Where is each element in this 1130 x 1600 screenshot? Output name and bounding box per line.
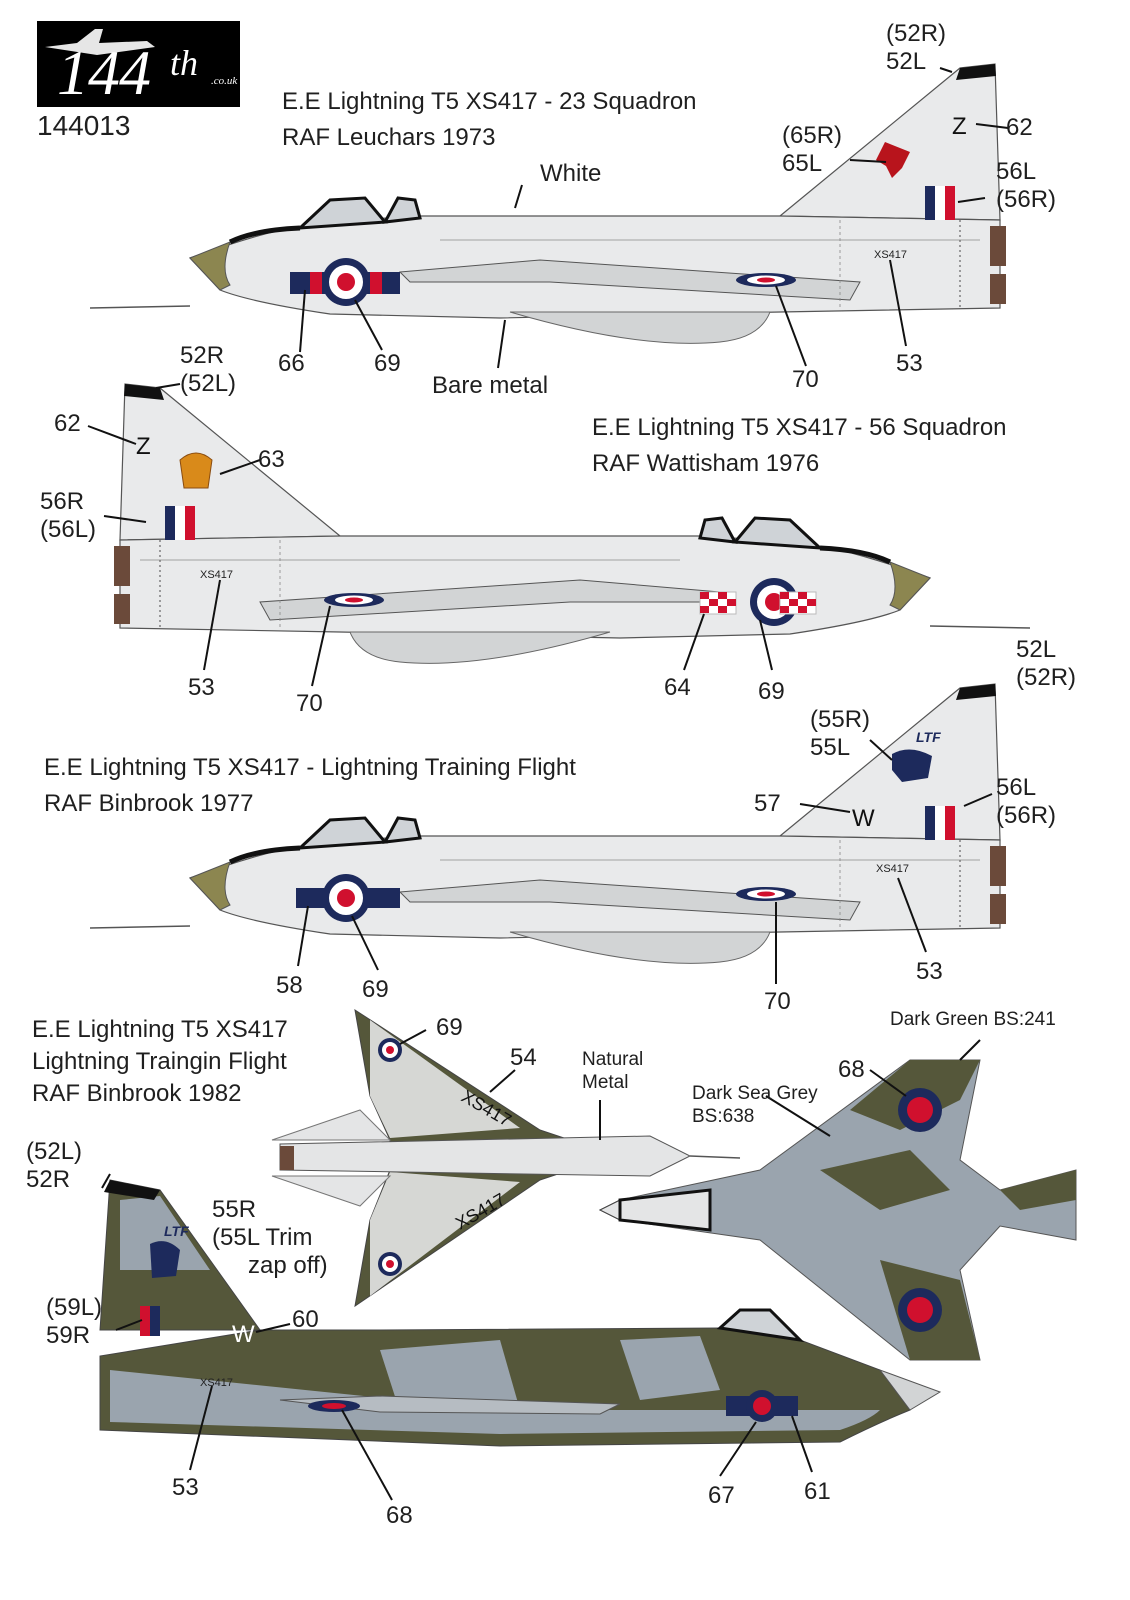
label-70: 70: [792, 366, 819, 393]
label-52: (52R)52L: [886, 20, 947, 75]
svg-text:Z: Z: [136, 433, 151, 460]
svg-text:W: W: [852, 805, 875, 832]
label-69-p2: 69: [758, 678, 785, 705]
label-53-p3: 53: [916, 958, 943, 985]
label-56: 56L(56R): [996, 158, 1057, 213]
logo-superscript: th: [170, 43, 199, 83]
label-dark-green: Dark Green BS:241: [890, 1009, 1056, 1030]
phoenix-badge-icon: [179, 452, 213, 489]
label-53-p4: 53: [172, 1474, 199, 1501]
checker-panels: [699, 591, 817, 615]
svg-text:LTF: LTF: [916, 729, 941, 745]
red-eagle-icon: [876, 142, 910, 178]
label-53-p2: 53: [188, 674, 215, 701]
label-white: White: [540, 160, 602, 187]
lion-badge-icon-2: [150, 1241, 180, 1278]
label-62-p2: 62: [54, 410, 81, 437]
label-55-p3: (55R)55L: [810, 706, 871, 761]
svg-text:XS417: XS417: [200, 569, 233, 581]
label-54: 54: [510, 1044, 537, 1071]
profile-4-aircraft: LTF W XS417: [99, 1173, 942, 1501]
svg-text:LTF: LTF: [164, 1223, 189, 1239]
label-61: 61: [804, 1478, 831, 1505]
label-65: (65R)65L: [782, 122, 843, 177]
label-63: 63: [258, 446, 285, 473]
label-69: 69: [374, 350, 401, 377]
profile-3-title: E.E Lightning T5 XS417 - Lightning Train…: [44, 754, 576, 817]
label-68-p4: 68: [386, 1502, 413, 1529]
product-code: 144013: [37, 110, 131, 141]
label-56-p2: 56R(56L): [40, 488, 97, 543]
label-52-p2: 52R(52L): [180, 342, 237, 397]
brand-logo: 144 th .co.uk: [37, 21, 240, 107]
svg-text:XS417: XS417: [876, 863, 909, 875]
profile-3-aircraft: LTF W XS417: [80, 683, 1040, 984]
label-62: 62: [1006, 114, 1033, 141]
svg-text:XS417: XS417: [200, 1377, 233, 1389]
label-64: 64: [664, 674, 691, 701]
top-view: [598, 1039, 1077, 1361]
profile-1-aircraft: Z XS417: [80, 63, 1040, 369]
svg-text:W: W: [232, 1321, 255, 1348]
fin-letter: Z: [952, 113, 967, 140]
label-52-p4: (52L)52R: [26, 1138, 83, 1193]
label-68-top: 68: [838, 1056, 865, 1083]
label-66: 66: [278, 350, 305, 377]
aircraft-silhouette-icon: [45, 29, 155, 55]
lion-badge-icon: [892, 749, 932, 782]
label-60: 60: [292, 1306, 319, 1333]
underside-view: XS417 XS417: [271, 1008, 741, 1308]
label-53: 53: [896, 350, 923, 377]
label-70-p3: 70: [764, 988, 791, 1015]
label-56-p3: 56L(56R): [996, 774, 1057, 829]
logo-domain: .co.uk: [211, 75, 238, 87]
label-57: 57: [754, 790, 781, 817]
label-bare-metal: Bare metal: [432, 372, 549, 399]
fuselage-serial: XS417: [874, 249, 907, 261]
label-58: 58: [276, 972, 303, 999]
label-52-p3: 52L(52R): [1016, 636, 1077, 691]
label-67: 67: [708, 1482, 735, 1509]
label-59: (59L)59R: [46, 1294, 103, 1349]
logo-text: 144: [57, 37, 151, 107]
label-69-p4: 69: [436, 1014, 463, 1041]
profile-2-aircraft: Z XS417: [87, 383, 1040, 687]
label-70-p2: 70: [296, 690, 323, 717]
label-69-p3: 69: [362, 976, 389, 1003]
